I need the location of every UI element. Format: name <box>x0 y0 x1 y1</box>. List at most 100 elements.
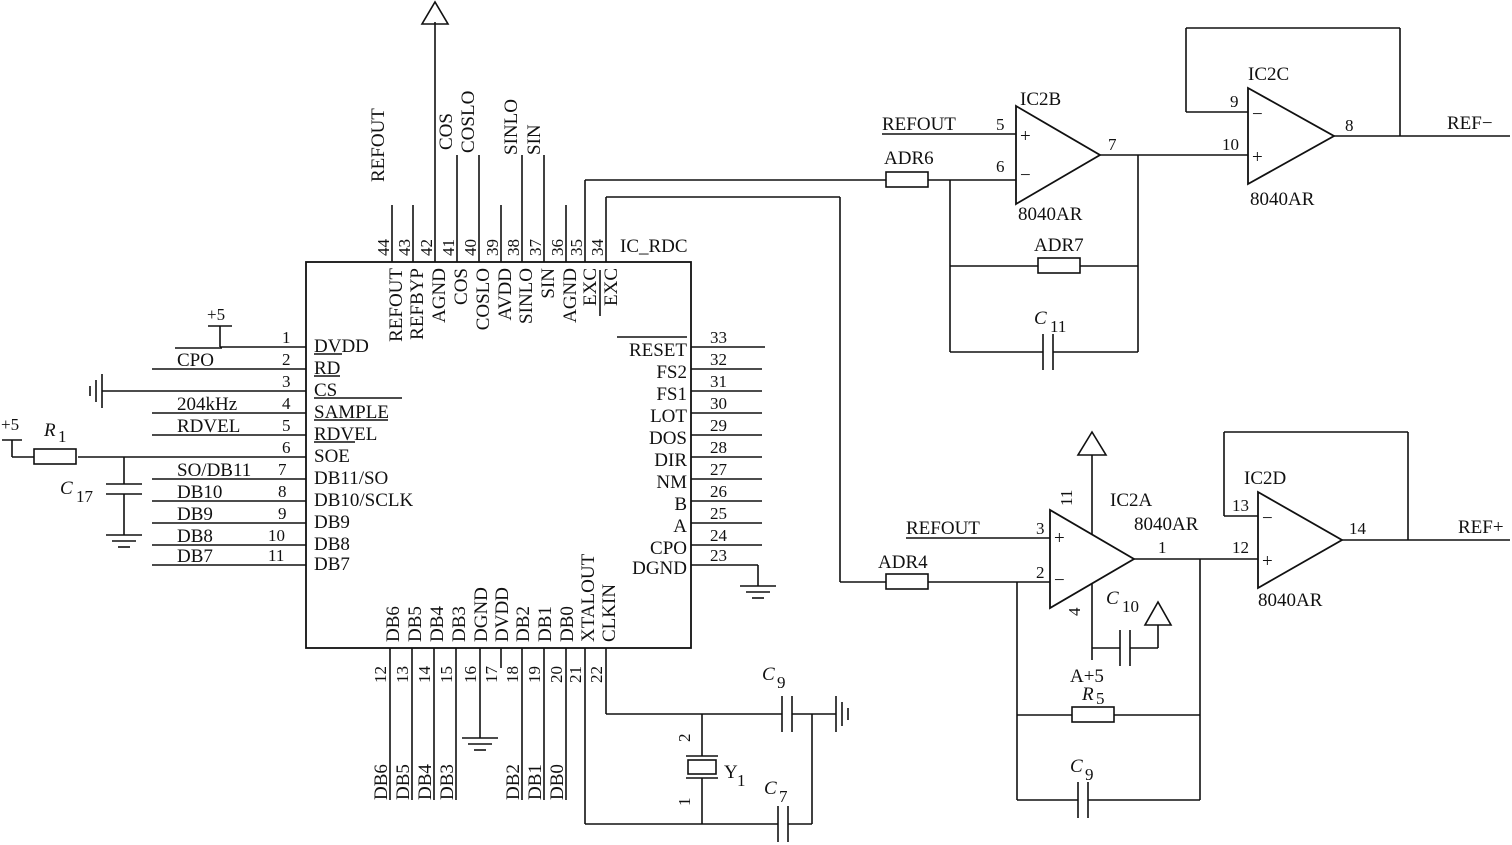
pin-label: DB11/SO <box>314 468 388 489</box>
supply-label: A+5 <box>1070 666 1104 687</box>
pin-label: DB10/SCLK <box>314 490 414 511</box>
pin-label: AGND <box>429 268 450 323</box>
pin-number: 31 <box>710 372 727 391</box>
pin-number: 16 <box>461 666 480 683</box>
pin-label: RDVEL <box>314 424 377 445</box>
pin-label: DB0 <box>557 606 578 642</box>
pin-label: LOT <box>650 406 687 427</box>
component-label: C <box>762 664 775 685</box>
opamp-part: 8040AR <box>1250 189 1315 210</box>
pin-label: DB1 <box>535 606 556 642</box>
pin-number: 30 <box>710 394 727 413</box>
pin-label: DGND <box>632 558 687 579</box>
pin-number: 13 <box>393 666 412 683</box>
pin-number: 2 <box>282 350 291 369</box>
bottom-pin-group: 12 13 14 15 16 17 18 19 20 21 22 DB6 DB5… <box>371 553 620 824</box>
pin-label: SOE <box>314 446 350 467</box>
pin-number: 14 <box>1349 519 1367 538</box>
component-label: C <box>60 478 73 499</box>
pin-number: 10 <box>1222 135 1239 154</box>
pin-number: 7 <box>278 460 287 479</box>
pin-number: 24 <box>710 526 728 545</box>
component-label: C <box>1106 588 1119 609</box>
pin-number: 21 <box>566 666 585 683</box>
supply-arrow-icon <box>1076 430 1108 456</box>
pin-label: EXC <box>580 268 601 306</box>
pin-label: DB7 <box>314 554 350 575</box>
net-label: DB10 <box>177 482 222 503</box>
pin-label: REFBYP <box>407 268 428 340</box>
pin-number: 1 <box>1158 538 1167 557</box>
supply-label: +5 <box>1 415 19 434</box>
pin-label: SIN <box>538 268 559 299</box>
pin-number: 2 <box>1036 563 1045 582</box>
pin-number: 20 <box>547 666 566 683</box>
pin-number: 28 <box>710 438 727 457</box>
agnd-arrow-icon <box>420 0 450 25</box>
pin-number: 6 <box>282 438 291 457</box>
opamp-triangle <box>1049 508 1136 610</box>
component-subscript: 7 <box>779 787 788 806</box>
exc-routing <box>585 179 886 583</box>
pin-label: DVDD <box>314 336 369 357</box>
pin-number: 26 <box>710 482 727 501</box>
pin-number: 3 <box>1036 519 1045 538</box>
component-subscript: 9 <box>777 673 786 692</box>
pin-number: 9 <box>1230 92 1239 111</box>
pin-label: DIR <box>654 450 687 471</box>
pin-number: 7 <box>1108 135 1117 154</box>
pin-number: 13 <box>1232 496 1249 515</box>
net-label: DB5 <box>393 764 414 800</box>
component-label: ADR7 <box>1034 235 1084 256</box>
opamp-triangle <box>1247 86 1336 186</box>
chip-pin: 4 SAMPLE <box>152 394 402 423</box>
ic-rdc-chip: IC_RDC <box>305 236 692 649</box>
net-label: REFOUT <box>906 518 980 539</box>
component-label: R <box>43 420 56 441</box>
opamp-part: 8040AR <box>1018 204 1083 225</box>
opamp-ic2a: IC2A 8040AR + − REFOUT 3 ADR4 2 11 4 C 1… <box>878 430 1258 818</box>
chip-pin: 6 SOE <box>78 438 355 467</box>
component-label: ADR4 <box>878 552 928 573</box>
pin-number: 43 <box>395 239 414 256</box>
pin-number: 4 <box>1065 607 1084 616</box>
pin-number: 11 <box>268 546 284 565</box>
left-pin-group: 1 DVDD 2 RD 3 CS 4 SAMPLE 5 RDVEL <box>78 328 414 575</box>
component-subscript: 9 <box>1085 765 1094 784</box>
ground-icon <box>740 565 776 599</box>
chip-pin: 25 A <box>673 504 762 537</box>
opamp-minus-sign: − <box>1054 570 1065 591</box>
pin-number: 8 <box>278 482 287 501</box>
pin-number: 12 <box>371 666 390 683</box>
net-label: DB3 <box>437 764 458 800</box>
chip-pin: 2 RD <box>152 350 342 379</box>
chip-pin: 11 DB7 <box>152 546 350 575</box>
pin-label: RESET <box>629 340 687 361</box>
net-label: SO/DB11 <box>177 460 251 481</box>
chip-pin: 26 B <box>674 482 762 515</box>
left-peripherals: +5 CPO 204kHz RDVEL SO/DB11 DB10 DB9 DB8… <box>1 305 251 567</box>
pin-number: 5 <box>282 416 291 435</box>
pin-number: 32 <box>710 350 727 369</box>
opamp-ic2c: IC2C 8040AR − + 9 10 8 REF− <box>1185 27 1510 210</box>
resistor-r5 <box>1071 706 1115 723</box>
chip-pin: 8 DB10/SCLK <box>152 482 414 511</box>
pin-number: 38 <box>504 239 523 256</box>
pin-label: DB3 <box>449 606 470 642</box>
net-label: DB8 <box>177 526 213 547</box>
pin-number: 3 <box>282 372 291 391</box>
opamp-minus-sign: − <box>1020 165 1031 186</box>
opamp-plus-sign: + <box>1054 528 1065 549</box>
component-subscript: 11 <box>1050 317 1066 336</box>
pin-number: 14 <box>415 666 434 684</box>
pin-label: AVDD <box>495 268 516 320</box>
ground-icon <box>106 534 142 548</box>
chip-pin: 33 RESET <box>617 328 765 361</box>
component-subscript: 5 <box>1096 689 1105 708</box>
crystal-pin-number: 2 <box>675 734 694 743</box>
pin-label: FS1 <box>656 384 687 405</box>
pin-number: 4 <box>282 394 291 413</box>
pin-number: 35 <box>567 239 586 256</box>
ground-icon <box>462 737 498 751</box>
opamp-part: 8040AR <box>1134 514 1199 535</box>
